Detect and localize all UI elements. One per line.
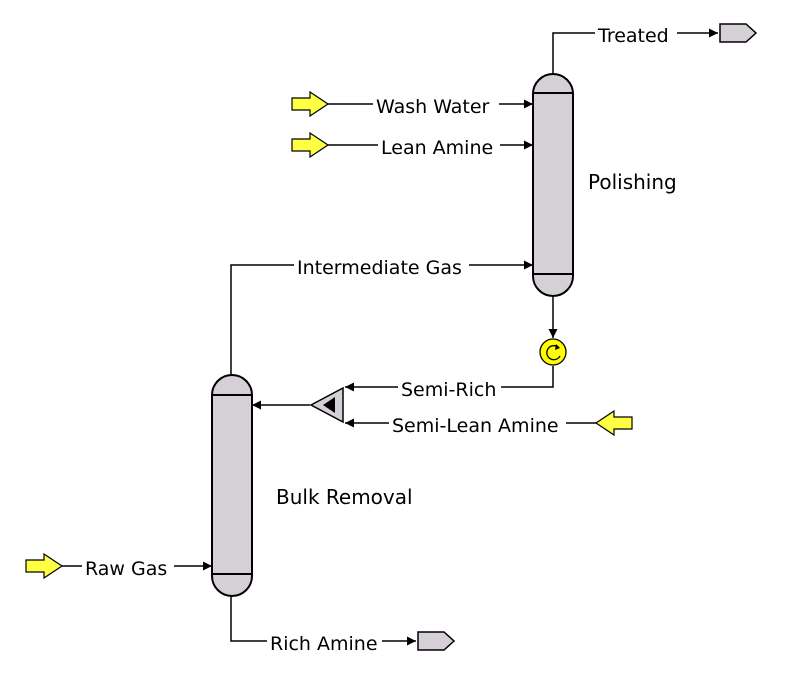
lean-amine-label: Lean Amine xyxy=(381,137,493,159)
bulk-removal-label: Bulk Removal xyxy=(276,485,413,509)
rich-amine-label: Rich Amine xyxy=(270,633,378,655)
polishing-label: Polishing xyxy=(588,170,677,194)
intermediate-gas-stream-line[interactable] xyxy=(230,260,533,378)
semi-rich-label: Semi-Rich xyxy=(401,379,496,401)
raw-gas-label: Raw Gas xyxy=(85,558,167,580)
intermediate-gas-label: Intermediate Gas xyxy=(297,257,462,279)
semi-lean-amine-feed-icon[interactable] xyxy=(594,409,633,437)
treated-product-icon[interactable] xyxy=(719,23,758,43)
wash-water-feed-icon[interactable] xyxy=(291,90,330,118)
raw-gas-feed-icon[interactable] xyxy=(25,552,64,580)
rich-amine-product-icon[interactable] xyxy=(417,631,456,651)
mixer-icon[interactable] xyxy=(309,386,344,424)
wash-water-label: Wash Water xyxy=(376,96,490,118)
treated-label: Treated xyxy=(597,25,669,47)
polishing-column[interactable] xyxy=(532,73,574,297)
bulk-removal-column[interactable] xyxy=(211,374,253,597)
semi-lean-amine-label: Semi-Lean Amine xyxy=(392,415,559,437)
lean-amine-feed-icon[interactable] xyxy=(291,131,330,159)
recycle-icon[interactable] xyxy=(539,338,567,366)
